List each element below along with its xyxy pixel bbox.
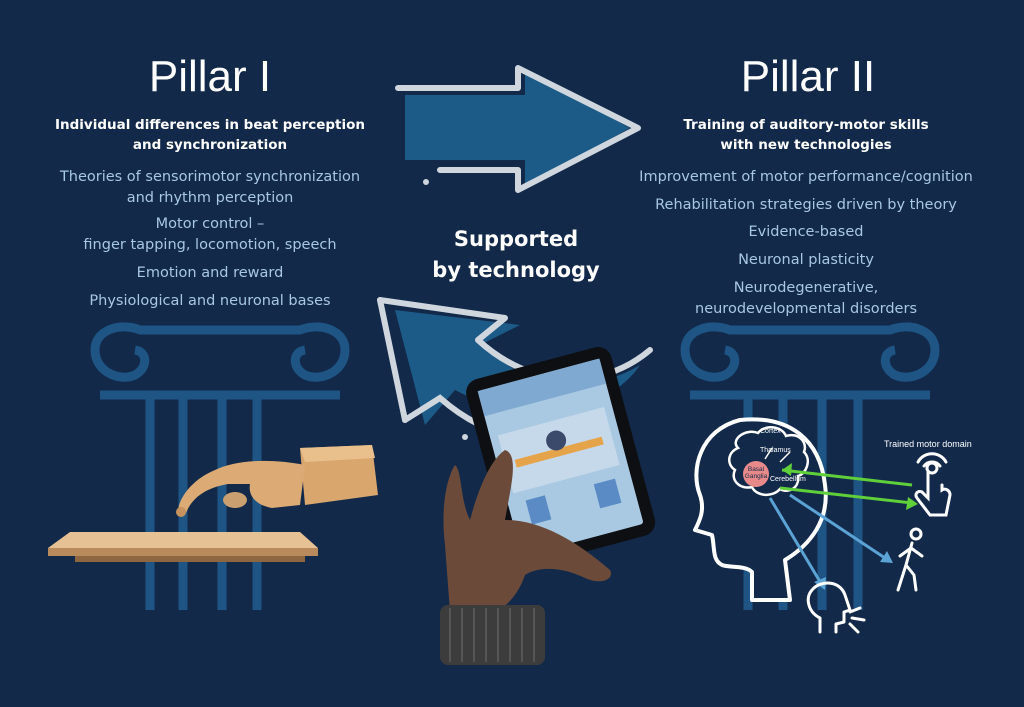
green-arrow-out (779, 486, 913, 505)
pillar-1-item-1-line2: and rhythm perception (126, 190, 294, 206)
pillar-2-item-2-line1: Rehabilitation strategies driven by theo… (655, 197, 957, 213)
hand-photo (440, 450, 611, 665)
pillar-2-item: Evidence-based (596, 222, 1016, 243)
pillar-1-item-4-line1: Physiological and neuronal bases (89, 293, 331, 309)
pillar-1-subtitle-line2: and synchronization (132, 137, 288, 153)
finger-tap-icon (914, 452, 952, 517)
pillar-1-item-3-line1: Emotion and reward (136, 265, 284, 281)
pillar-1-item: Physiological and neuronal bases (0, 291, 420, 312)
pillar-2-subtitle: Training of auditory-motor skills with n… (596, 115, 1016, 155)
basal-ganglia-label: Basal Ganglia (744, 466, 768, 480)
pillar-1-item-1-line1: Theories of sensorimotor synchronization (59, 169, 361, 185)
cerebellum-label: Cerebellum (770, 476, 806, 483)
center-label-line2: by technology (432, 258, 600, 282)
pillar-2-item: Rehabilitation strategies driven by theo… (596, 195, 1016, 216)
pillar-1-item: Emotion and reward (0, 263, 420, 284)
pillar-2-item: Improvement of motor performance/cogniti… (596, 167, 1016, 188)
pillar-1-title: Pillar I (148, 52, 272, 101)
speaking-head-icon (806, 581, 866, 634)
pillar-2-item-4-line1: Neuronal plasticity (738, 252, 874, 268)
pillar-1-item: Theories of sensorimotor synchronization… (0, 167, 420, 209)
brain-diagram (693, 417, 918, 602)
green-arrow-in (781, 468, 913, 487)
trained-motor-domain-label: Trained motor domain (884, 439, 972, 449)
center-label-line1: Supported (453, 227, 579, 251)
wooden-hand-figure (176, 445, 378, 517)
cortex-label: Cortex (760, 428, 781, 435)
wooden-board (48, 532, 318, 562)
top-arrow (395, 65, 641, 193)
pillar-2-title: Pillar II (740, 52, 876, 101)
pillar-1-subtitle-line1: Individual differences in beat perceptio… (54, 117, 366, 133)
basal-ganglia-node (743, 461, 769, 487)
pillar-2-item: Neuronal plasticity (596, 250, 1016, 271)
basal-ganglia-label-line2: Ganglia (744, 473, 768, 480)
blue-arrow-locomotion (789, 493, 889, 562)
pillar-2-item-5-line1: Neurodegenerative, (733, 280, 879, 296)
pillar-1-item-2-line2: finger tapping, locomotion, speech (83, 237, 337, 253)
pillar-2-item-3-line1: Evidence-based (748, 224, 864, 240)
walking-person-icon (896, 527, 924, 592)
pillar-2-item-5-line2: neurodevelopmental disorders (695, 301, 917, 317)
pillar-1-subtitle: Individual differences in beat perceptio… (0, 115, 420, 155)
pillar-2-subtitle-line2: with new technologies (720, 137, 892, 153)
pillar-1-item: Motor control – finger tapping, locomoti… (0, 214, 420, 256)
basal-ganglia-label-line1: Basal (747, 466, 765, 473)
center-label: Supported by technology (406, 224, 626, 286)
pillar-2-item: Neurodegenerative, neurodevelopmental di… (596, 278, 1016, 320)
pillar-1-item-2-line1: Motor control – (155, 216, 265, 232)
tablet-device (466, 346, 656, 568)
thalamus-label: Thalamus (760, 447, 791, 454)
pillar-2-item-1-line1: Improvement of motor performance/cogniti… (639, 169, 973, 185)
pillar-2-subtitle-line1: Training of auditory-motor skills (683, 117, 929, 133)
blue-arrow-speech (768, 497, 824, 586)
